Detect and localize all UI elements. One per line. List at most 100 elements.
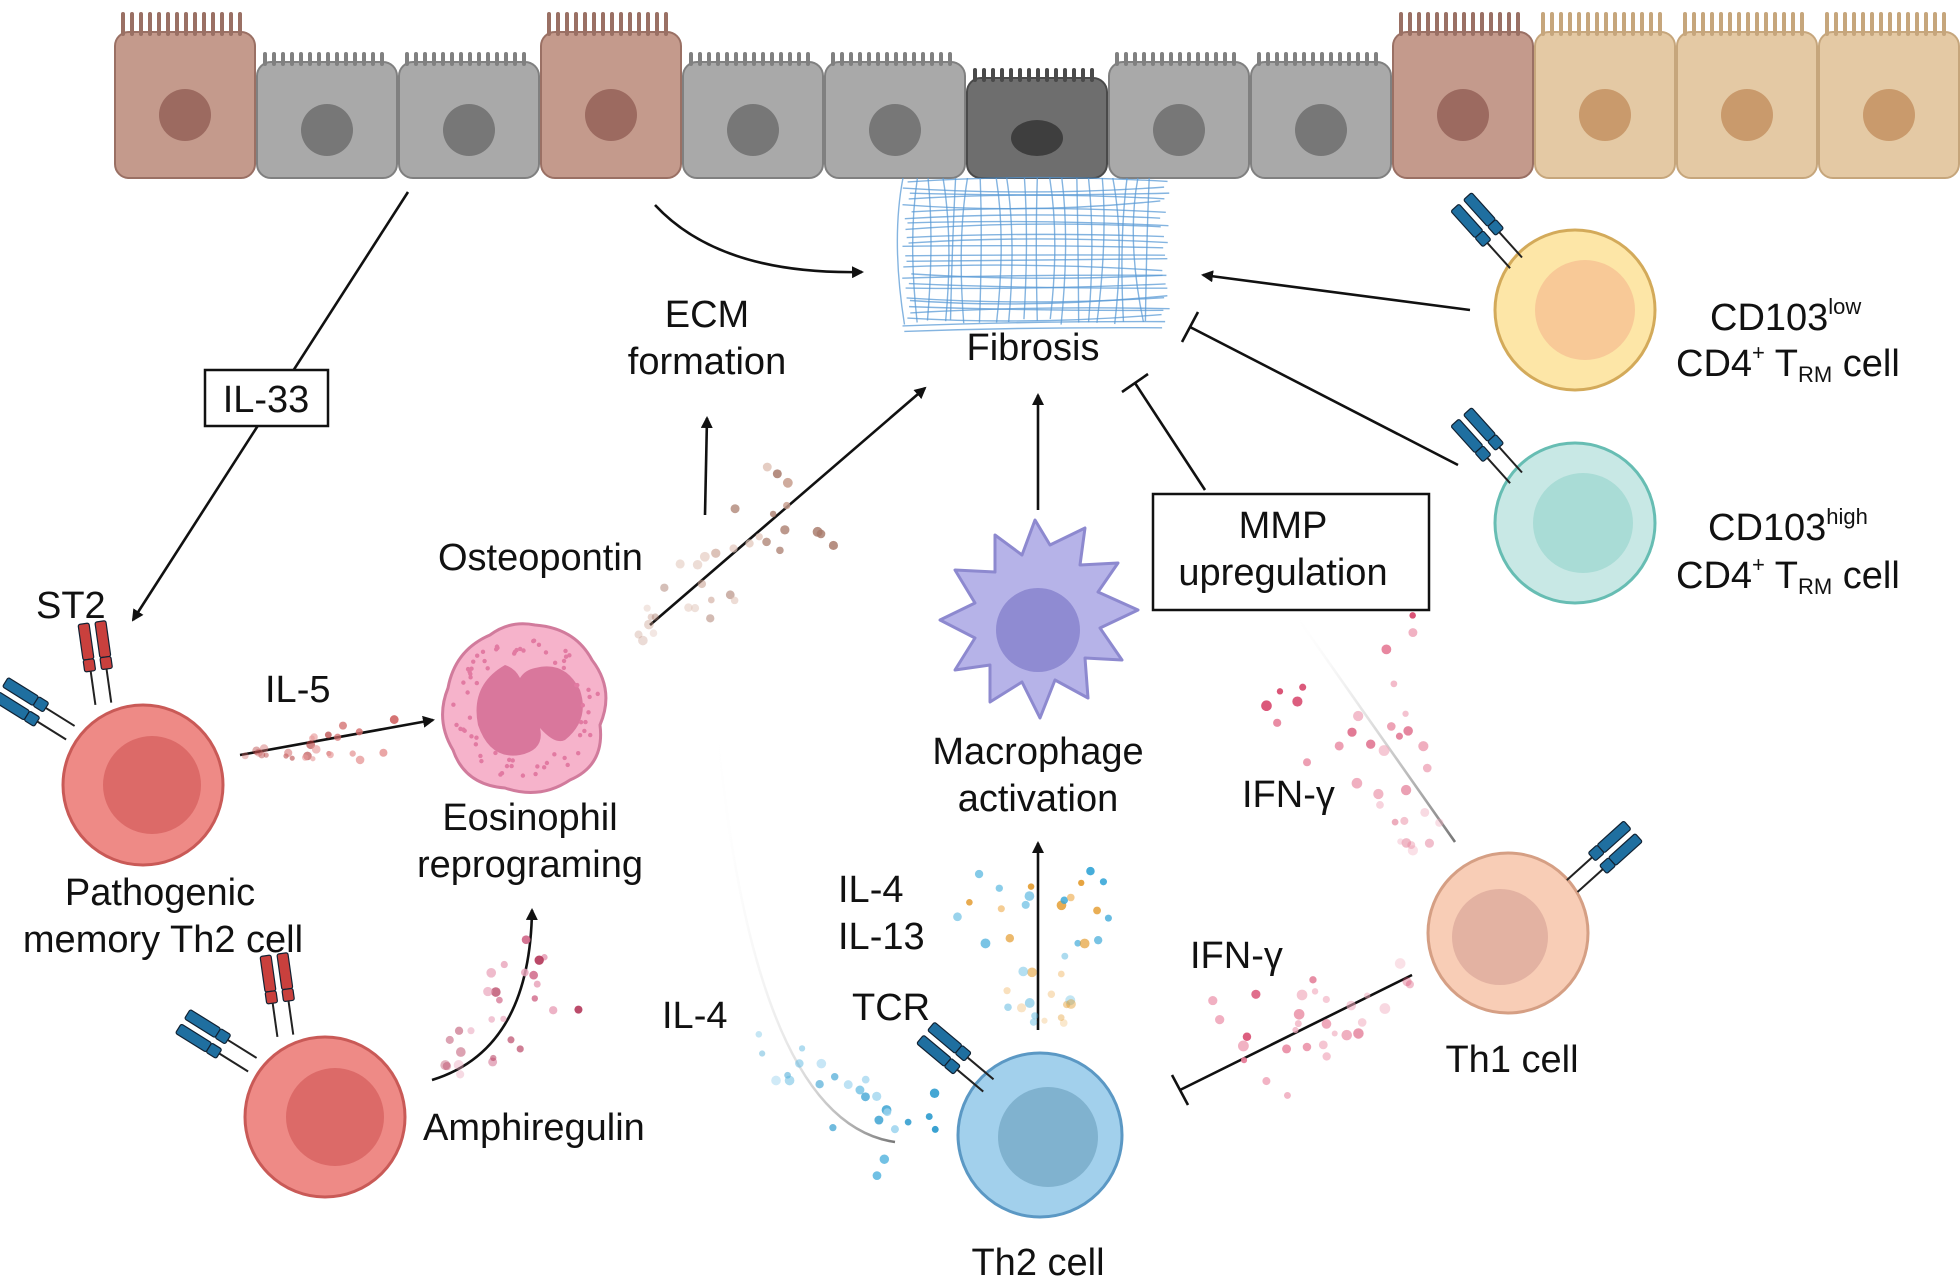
cytokine-dot — [1021, 900, 1030, 909]
cytokine-dot — [1093, 906, 1101, 915]
cytokine-dot — [1283, 1091, 1291, 1099]
cytokine-dot — [729, 544, 738, 553]
cytokine-dot — [762, 537, 771, 547]
cilia-icon — [973, 68, 1094, 82]
cytokine-dot — [338, 721, 347, 730]
epithelial-cell — [540, 12, 682, 179]
epithelial-nucleus — [869, 104, 921, 156]
cytokine-dot — [890, 1125, 899, 1134]
cytokine-dot — [830, 1073, 839, 1081]
granule — [535, 764, 540, 769]
th2-cell — [956, 1051, 1124, 1219]
cytokine-dot — [772, 469, 782, 479]
cytokine-dot — [828, 540, 839, 551]
il5-label: IL-5 — [265, 669, 330, 711]
cytokine-dot — [997, 905, 1005, 913]
cytokine-dot — [855, 1085, 865, 1095]
fiber — [926, 177, 932, 321]
granule — [494, 644, 500, 649]
fiber — [942, 177, 950, 322]
cytokine-dot — [904, 1118, 912, 1126]
granule — [577, 733, 583, 738]
epithelial-nucleus — [1863, 89, 1915, 141]
cytokine-dot — [1391, 818, 1399, 826]
epithelial-cell — [682, 52, 824, 179]
cytokine-dot — [574, 1005, 583, 1014]
cytokine-dot — [925, 1113, 933, 1121]
cytokine-dot — [1373, 788, 1384, 800]
tcr-receptor-icon — [916, 1022, 995, 1093]
cytokine-dot — [1376, 801, 1384, 809]
fiber — [949, 177, 957, 320]
cilia-icon — [121, 12, 242, 36]
cytokine-dot — [1242, 1032, 1252, 1041]
cytokine-dot — [1318, 1040, 1328, 1050]
cytokine-dot — [1395, 732, 1403, 740]
cytokine-dot — [1379, 1003, 1391, 1014]
granule — [469, 734, 474, 739]
cytokine-dot — [1061, 952, 1069, 960]
granule — [588, 732, 593, 738]
cytokine-dot — [1005, 934, 1015, 943]
cytokine-dot — [1065, 995, 1076, 1006]
cytokine-dot — [1078, 879, 1085, 887]
cytokine-dot — [1003, 987, 1011, 995]
mmp-inhibit-bar — [1121, 372, 1149, 394]
epithelial-cell — [398, 52, 540, 179]
cytokine-dot — [254, 748, 263, 757]
granule — [504, 763, 510, 769]
cytokine-dot — [1309, 976, 1317, 984]
fiber — [911, 207, 1166, 213]
cytokine-dot — [1407, 845, 1418, 856]
cytokine-dot — [1311, 988, 1319, 995]
cytokine-dot — [1066, 893, 1075, 902]
cytokine-dot — [507, 1036, 515, 1044]
cytokine-dot — [1351, 777, 1363, 789]
granule — [514, 647, 519, 653]
fiber — [911, 273, 1163, 279]
cytokine-dot — [454, 1026, 464, 1035]
il4-il13-label-line2: IL-13 — [838, 916, 925, 958]
connector-lines — [131, 191, 1471, 1144]
fiber — [906, 233, 1164, 239]
granule — [563, 654, 569, 659]
cytokine-dot — [310, 756, 316, 762]
granule — [462, 728, 467, 733]
granule — [552, 660, 558, 666]
granule — [536, 642, 542, 648]
fiber — [908, 194, 1165, 200]
cytokine-dot — [1293, 1008, 1305, 1020]
cilia-icon — [1541, 12, 1662, 36]
cytokine-dot — [684, 603, 693, 612]
il4-label: IL-4 — [662, 995, 727, 1037]
ifng-lower-label: IFN-γ — [1190, 935, 1283, 977]
granule — [578, 719, 584, 725]
cytokine-dot — [699, 551, 710, 562]
fiber — [1087, 177, 1093, 323]
cytokine-dot — [488, 1016, 496, 1023]
granule — [509, 763, 514, 769]
cytokine-dot — [755, 1031, 763, 1038]
fiber — [904, 214, 1161, 220]
cytokine-dot — [1364, 992, 1371, 999]
fiber — [909, 295, 1168, 305]
cytokine-dot — [1074, 939, 1082, 947]
cytokine-dot — [301, 754, 309, 761]
cytokine-dot — [1322, 1052, 1331, 1061]
cytokine-dot — [829, 1124, 837, 1132]
epithelial-nucleus — [1579, 89, 1631, 141]
cytokine-dot — [1282, 1044, 1292, 1054]
tcr-receptor-icon — [0, 677, 76, 741]
cytokine-dot — [872, 1091, 882, 1102]
tcr-receptor-icon — [175, 1009, 258, 1073]
cytokine-dot — [1397, 838, 1404, 845]
epithelial-cell — [1108, 52, 1250, 179]
cytokine-dot — [634, 630, 643, 639]
cytokine-dot — [289, 755, 295, 761]
granule — [517, 646, 523, 652]
cytokine-dot — [1016, 1003, 1027, 1013]
fiber — [905, 254, 1166, 257]
cilia-icon — [1399, 12, 1520, 36]
cytokine-dot — [649, 629, 658, 637]
cytokine-dot — [1408, 628, 1418, 638]
